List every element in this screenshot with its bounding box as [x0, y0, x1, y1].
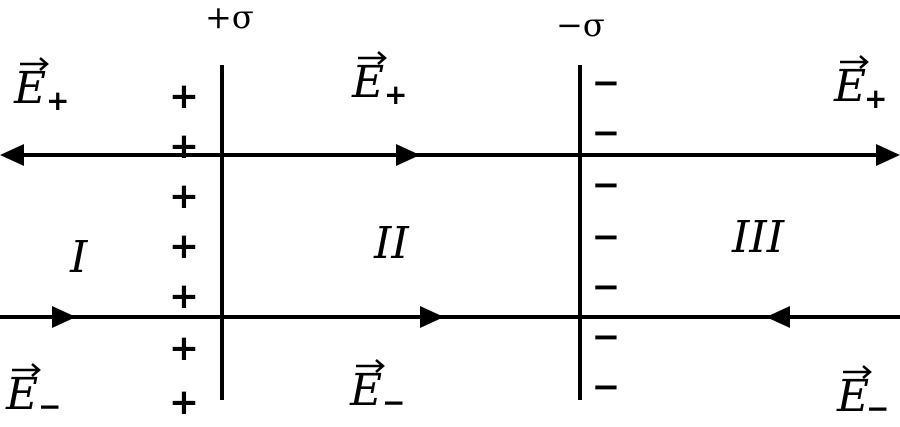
vector-arrow-icon [12, 363, 41, 377]
e-plus-subscript: + [384, 78, 407, 111]
region-3-label: III [731, 212, 786, 263]
e-plus-letter: E [833, 61, 866, 112]
e-minus-letter: E [349, 365, 382, 416]
e-minus-label-region-2: E − [349, 359, 405, 419]
e-plus-label-region-3: E + [833, 55, 887, 115]
positive-charge: + [169, 276, 199, 317]
e-minus-label-region-3: E − [836, 365, 889, 425]
positive-plate-label: +σ [205, 0, 254, 36]
region-2-label: II [373, 218, 410, 269]
negative-charge: − [592, 63, 621, 103]
e-plus-subscript: + [864, 82, 887, 115]
negative-charge: − [592, 165, 621, 205]
negative-charge: − [592, 113, 621, 153]
vector-arrow-icon [20, 57, 49, 71]
e-minus-letter: E [5, 369, 38, 420]
e-minus-letter: E [836, 371, 869, 422]
e-minus-arrow-left-region [52, 306, 76, 328]
e-plus-arrow-middle-region [396, 144, 420, 166]
e-minus-subscript: − [38, 390, 61, 423]
e-minus-subscript: − [866, 392, 889, 425]
positive-charge: + [169, 382, 199, 423]
e-plus-letter: E [13, 63, 46, 114]
e-plus-arrow-right-region [876, 144, 900, 166]
positive-charge: + [169, 328, 199, 369]
e-plus-arrow-left-region [0, 144, 24, 166]
vector-arrow-icon [843, 365, 872, 379]
e-plus-label-region-1: E + [13, 57, 69, 117]
negative-charges: − − − − − − − [592, 63, 621, 407]
vector-arrow-icon [356, 359, 385, 373]
negative-plate-label: −σ [556, 6, 605, 44]
e-minus-label-region-1: E − [5, 363, 61, 423]
negative-charge: − [592, 217, 621, 257]
positive-charges: + + + + + + + [169, 76, 199, 423]
positive-charge: + [169, 76, 199, 117]
vector-arrow-icon [358, 51, 387, 65]
negative-charge: − [592, 367, 621, 407]
negative-charge: − [592, 267, 621, 307]
negative-charge: − [592, 317, 621, 357]
vector-arrow-icon [840, 55, 869, 69]
positive-charge: + [169, 226, 199, 267]
e-minus-arrow-middle-region [420, 306, 444, 328]
positive-charge: + [169, 126, 199, 167]
e-plus-label-region-2: E + [351, 51, 407, 111]
positive-charge: + [169, 176, 199, 217]
e-plus-subscript: + [46, 84, 69, 117]
e-minus-subscript: − [382, 386, 405, 419]
e-plus-letter: E [351, 57, 384, 108]
region-1-label: I [69, 232, 89, 283]
e-minus-arrow-right-region [766, 306, 790, 328]
